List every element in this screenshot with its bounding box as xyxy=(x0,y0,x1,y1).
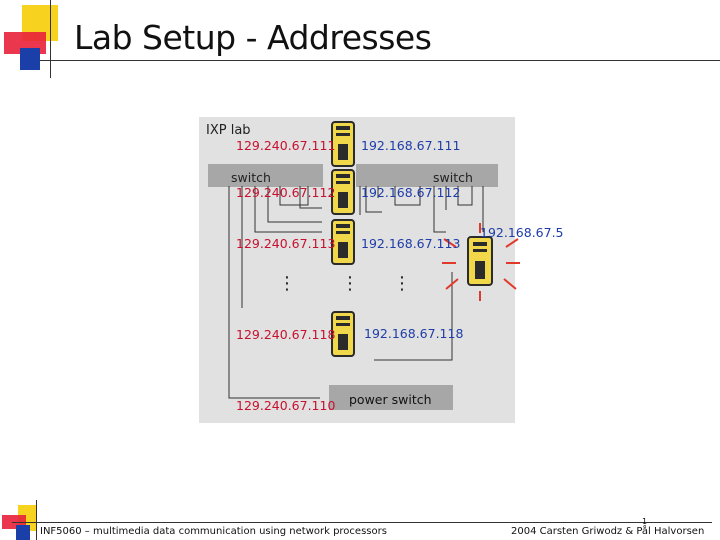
router-ip: 192.168.67.5 xyxy=(480,225,564,240)
router-icon xyxy=(442,223,520,301)
cable-right-4 xyxy=(433,186,446,233)
ellipsis-center: ⋮ xyxy=(341,273,359,294)
cable-router-down xyxy=(374,272,453,361)
cable-left-4 xyxy=(267,186,322,223)
lab-label: IXP lab xyxy=(206,123,251,138)
server-icon-3 xyxy=(331,219,355,265)
cable-left-5 xyxy=(279,186,309,206)
power-switch-box xyxy=(329,385,453,410)
host-2-left-ip: 129.240.67.112 xyxy=(236,185,336,200)
page-number: 1 xyxy=(642,517,648,526)
title-deco-blue-square xyxy=(20,48,40,70)
cable-right-3 xyxy=(394,186,421,206)
host-3-left-ip: 129.240.67.113 xyxy=(236,236,336,251)
power-switch-label: power switch xyxy=(349,392,432,407)
cable-right-1 xyxy=(365,186,382,213)
host-2-right-ip: 192.168.67.112 xyxy=(361,185,461,200)
footer-course: INF5060 – multimedia data communication … xyxy=(40,526,387,537)
footer-authors: 2004 Carsten Griwodz & Pål Halvorsen xyxy=(511,526,705,537)
title-deco-vertical-line xyxy=(50,0,51,78)
page-title: Lab Setup - Addresses xyxy=(74,18,432,57)
title-underline xyxy=(40,60,720,61)
host-4-right-ip: 192.168.67.118 xyxy=(364,326,464,341)
footer-vertical-line xyxy=(36,500,37,540)
switch-right-bar xyxy=(356,164,498,187)
host-1-right-ip: 192.168.67.111 xyxy=(361,138,461,153)
switch-left-bar xyxy=(208,164,323,187)
cable-left-3 xyxy=(254,186,322,233)
ellipsis-left: ⋮ xyxy=(278,273,296,294)
host-1-left-ip: 129.240.67.111 xyxy=(236,138,336,153)
ellipsis-right: ⋮ xyxy=(393,273,411,294)
host-3-right-ip: 192.168.67.113 xyxy=(361,236,461,251)
power-switch-ip: 129.240.67.110 xyxy=(236,398,336,413)
server-icon-1 xyxy=(331,121,355,167)
footer-line xyxy=(12,522,712,523)
server-icon-2 xyxy=(331,169,355,215)
cable-left-1 xyxy=(228,186,320,399)
cable-right-6 xyxy=(457,186,473,206)
server-icon-4 xyxy=(331,311,355,357)
switch-right-label: switch xyxy=(433,170,473,185)
footer-deco-blue xyxy=(16,525,30,540)
host-4-left-ip: 129.240.67.118 xyxy=(236,327,336,342)
cable-left-6 xyxy=(299,186,322,209)
switch-left-label: switch xyxy=(231,170,271,185)
